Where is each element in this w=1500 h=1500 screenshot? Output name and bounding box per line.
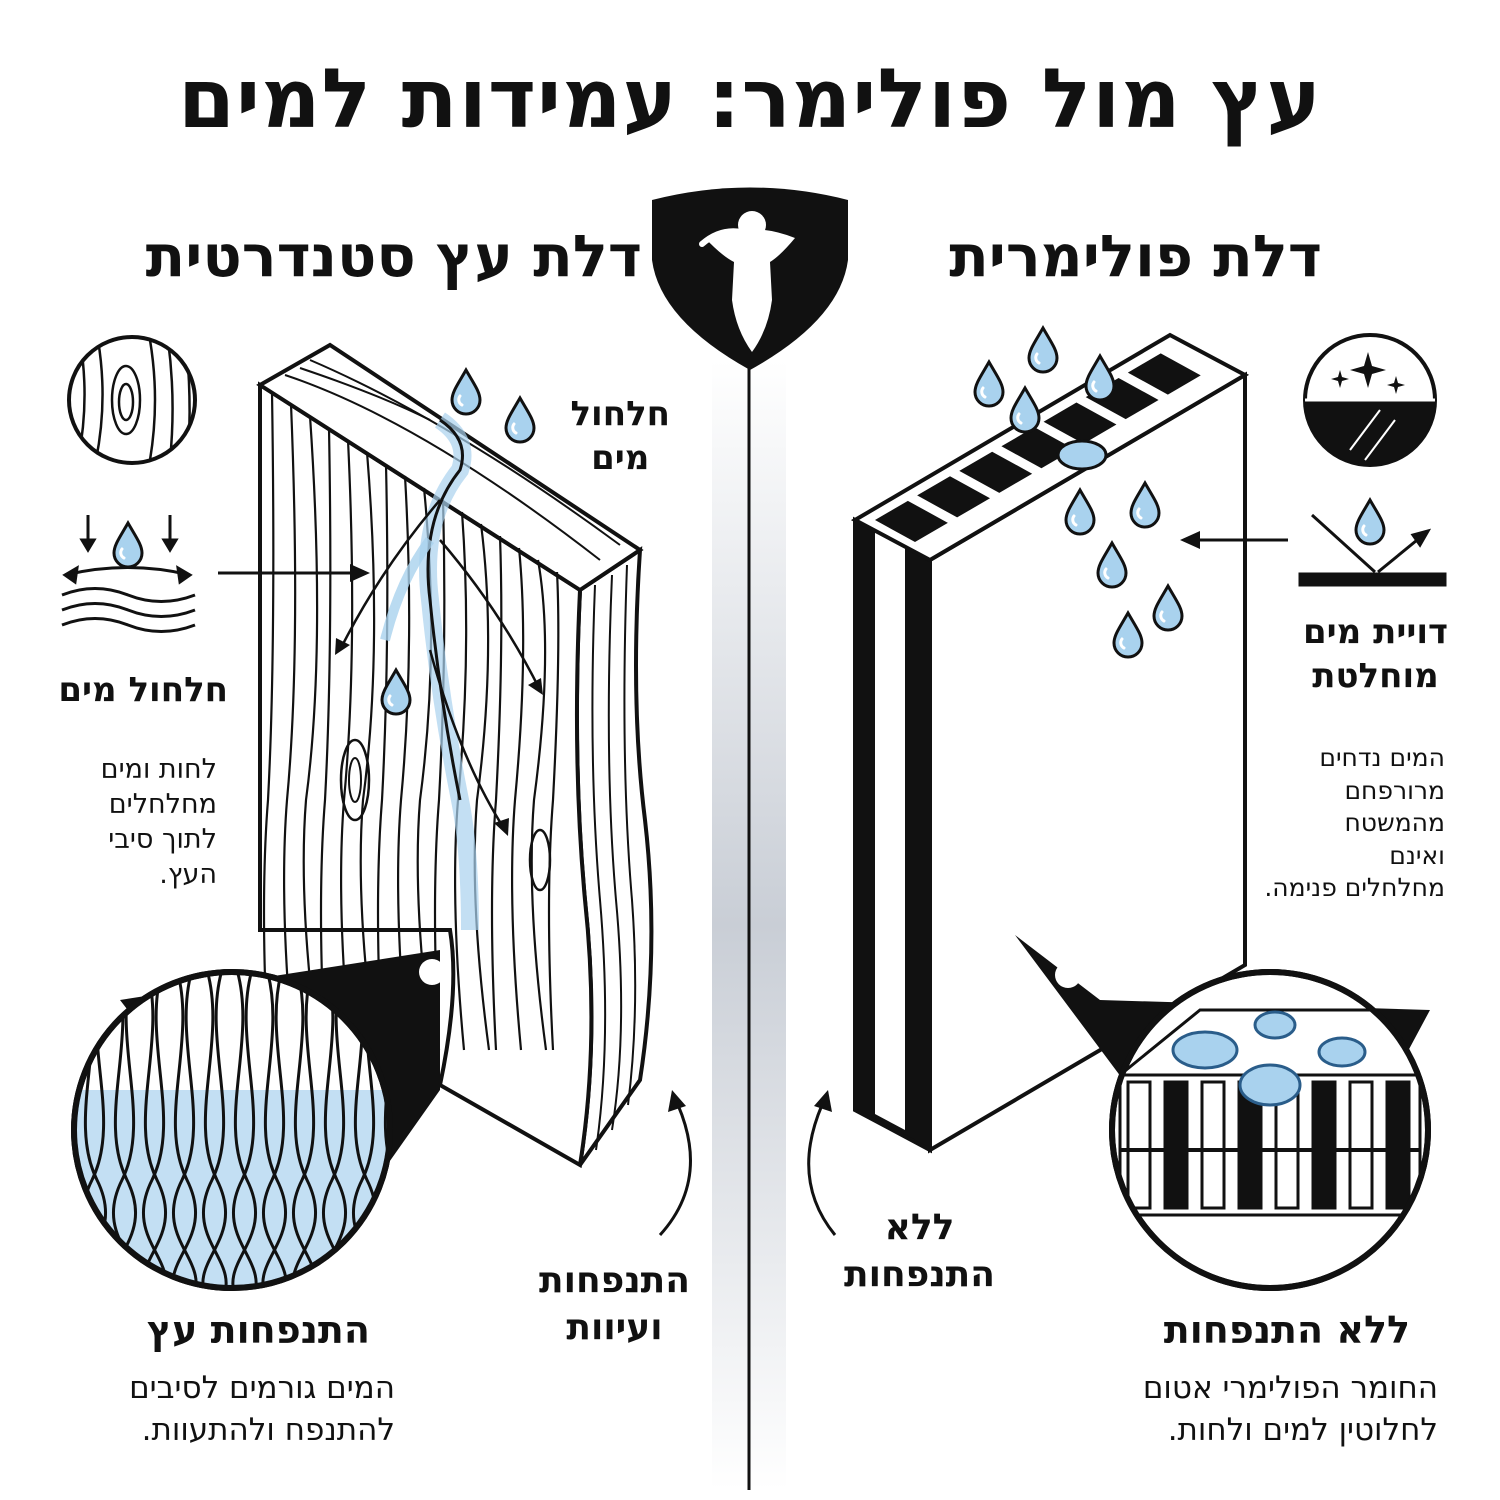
wood-grain-icon [67,335,197,465]
polymer-door-illustration [850,332,1250,1154]
water-drop-icon [973,360,1005,408]
water-bead-icon [1056,439,1108,471]
pointer-arrow [218,564,370,582]
water-drop-icon [112,521,144,569]
pointer-arrow [1180,531,1288,549]
polymer-cell-magnifier [1015,935,1431,1291]
page-title: עץ מול פולימר: עמידות למים [177,52,1323,147]
polymer-bottom-title: ללא התנפחות [1163,1308,1410,1352]
wood-door-illustration [256,342,654,1169]
polymer-side-desc: המים נדחים מרורפחם מהמשטח ואינם מחלחלים … [1264,743,1445,902]
polymer-arrow-label: ללא התנפחות [844,1207,995,1295]
wood-bottom-desc: המים גורמים לסיבים להתנפח ולהתעוות. [129,1370,395,1448]
polymer-side-label: דויית מים מוחלטת [1302,612,1448,697]
polymer-heading: דלת פולימרית [949,222,1322,290]
water-absorb-icon [61,515,196,633]
water-drop-icon [450,368,482,416]
curved-pointer-arrow [807,1090,837,1236]
water-drop-icon [1027,326,1059,374]
polymer-bottom-desc: החומר הפולימרי אטום לחלוטין למים ולחות. [1142,1370,1438,1448]
water-drop-icon [1084,354,1116,402]
shield-figure-icon [652,187,848,370]
wood-bottom-title: התנפחות עץ [146,1308,370,1352]
wood-side-label: חלחול מים [58,670,228,710]
wood-top-label: חלחול מים [570,394,670,479]
wood-heading: דלת עץ סטנדרטית [145,222,642,290]
curved-pointer-arrow [658,1090,692,1237]
wood-arrow-label: התנפחות ועיוות [539,1260,690,1348]
water-drop-icon [1009,386,1041,434]
wood-fiber-magnifier [71,950,445,1291]
sparkle-surface-icon [1303,333,1437,467]
water-drop-icon [1354,498,1386,546]
water-drop-icon [504,396,536,444]
water-repel-icon [1298,513,1447,587]
wood-side-desc: לחות ומים מחלחלים לתוך סיבי העץ. [100,754,217,891]
